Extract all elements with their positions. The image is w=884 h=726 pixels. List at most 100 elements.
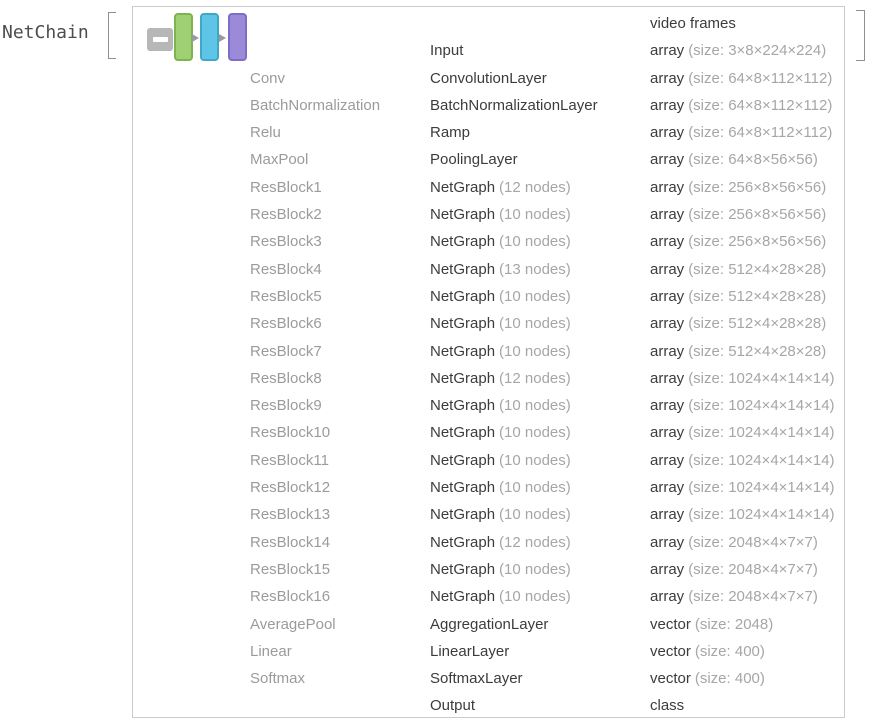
layer-type: NetGraph	[430, 479, 496, 497]
table-row[interactable]: ResBlock7 NetGraph(10 nodes) array(size:…	[133, 338, 844, 365]
table-row[interactable]: ResBlock14 NetGraph(12 nodes) array(size…	[133, 529, 844, 556]
layer-type-cell	[430, 10, 650, 37]
table-row[interactable]: Output class	[133, 692, 844, 719]
layer-type-note: (10 nodes)	[499, 397, 571, 415]
layer-type: BatchNormalizationLayer	[430, 96, 598, 114]
table-row[interactable]: BatchNormalization BatchNormalizationLay…	[133, 92, 844, 119]
table-row[interactable]: ResBlock8 NetGraph(12 nodes) array(size:…	[133, 365, 844, 392]
open-bracket	[108, 12, 116, 59]
layer-type-note: (10 nodes)	[499, 560, 571, 578]
layer-type-cell: ConvolutionLayer	[430, 65, 650, 92]
layer-output-cell: array(size: 512×4×28×28)	[650, 310, 844, 337]
blue-layer-block-icon	[200, 13, 219, 61]
layer-type-note: (10 nodes)	[499, 233, 571, 251]
layer-type: Output	[430, 697, 476, 715]
layer-name: ResBlock11	[250, 451, 329, 469]
layer-output-note: (size: 256×8×56×56)	[688, 178, 827, 196]
layer-name: ResBlock7	[250, 342, 322, 360]
collapse-toggle-button[interactable]	[147, 28, 173, 51]
layer-output-note: (size: 2048×4×7×7)	[688, 533, 818, 551]
layer-output-note: (size: 64×8×112×112)	[688, 96, 833, 114]
layer-output: array	[650, 42, 685, 60]
layer-type: NetGraph	[430, 315, 496, 333]
table-row[interactable]: ResBlock16 NetGraph(10 nodes) array(size…	[133, 583, 844, 610]
layer-name: ResBlock5	[250, 287, 322, 305]
arrow-right-icon	[192, 34, 199, 42]
layer-output: vector	[650, 615, 691, 633]
layer-type: NetGraph	[430, 506, 496, 524]
layer-type: NetGraph	[430, 424, 496, 442]
table-row[interactable]: ResBlock5 NetGraph(10 nodes) array(size:…	[133, 283, 844, 310]
table-row[interactable]: ResBlock6 NetGraph(10 nodes) array(size:…	[133, 310, 844, 337]
layer-type-cell: NetGraph(13 nodes)	[430, 256, 650, 283]
table-row[interactable]: video frames	[133, 10, 844, 37]
layer-output-note: (size: 2048×4×7×7)	[688, 588, 818, 606]
layer-output-note: (size: 400)	[694, 670, 765, 688]
layer-name: ResBlock2	[250, 206, 322, 224]
table-row[interactable]: Linear LinearLayer vector(size: 400)	[133, 638, 844, 665]
layer-type-cell: BatchNormalizationLayer	[430, 92, 650, 119]
layer-output: array	[650, 233, 685, 251]
layer-type-cell: NetGraph(10 nodes)	[430, 310, 650, 337]
layer-type: Ramp	[430, 124, 471, 142]
layer-type-note: (10 nodes)	[499, 287, 571, 305]
table-row[interactable]: ResBlock4 NetGraph(13 nodes) array(size:…	[133, 256, 844, 283]
layer-output-note: (size: 400)	[694, 642, 765, 660]
layer-type: NetGraph	[430, 588, 496, 606]
layer-name: AveragePool	[250, 615, 336, 633]
layer-type-note: (12 nodes)	[499, 533, 571, 551]
layer-output: array	[650, 260, 685, 278]
layer-output: vector	[650, 642, 691, 660]
layer-name: ResBlock10	[250, 424, 331, 442]
layer-type-cell: Output	[430, 692, 650, 719]
table-row[interactable]: AveragePool AggregationLayer vector(size…	[133, 611, 844, 638]
netchain-head-label: NetChain	[2, 22, 89, 43]
layer-type-note: (10 nodes)	[499, 588, 571, 606]
layer-output-note: (size: 1024×4×14×14)	[688, 451, 835, 469]
layer-type-cell: LinearLayer	[430, 638, 650, 665]
table-row[interactable]: ResBlock15 NetGraph(10 nodes) array(size…	[133, 556, 844, 583]
layer-name	[250, 692, 430, 719]
layer-output-cell: array(size: 512×4×28×28)	[650, 283, 844, 310]
layer-name: ResBlock16	[250, 588, 331, 606]
layer-output-note: (size: 1024×4×14×14)	[688, 369, 835, 387]
layer-output-note: (size: 256×8×56×56)	[688, 206, 827, 224]
table-row[interactable]: Softmax SoftmaxLayer vector(size: 400)	[133, 665, 844, 692]
table-row[interactable]: Relu Ramp array(size: 64×8×112×112)	[133, 119, 844, 146]
layer-type-cell: NetGraph(12 nodes)	[430, 365, 650, 392]
layer-output-cell: array(size: 256×8×56×56)	[650, 228, 844, 255]
layer-output-cell: video frames	[650, 10, 844, 37]
layer-output-note: (size: 2048×4×7×7)	[688, 560, 818, 578]
table-row[interactable]: ResBlock10 NetGraph(10 nodes) array(size…	[133, 419, 844, 446]
layer-output: array	[650, 506, 685, 524]
table-row[interactable]: ResBlock12 NetGraph(10 nodes) array(size…	[133, 474, 844, 501]
layer-type-note: (10 nodes)	[499, 451, 571, 469]
table-row[interactable]: ResBlock9 NetGraph(10 nodes) array(size:…	[133, 392, 844, 419]
layer-type: NetGraph	[430, 451, 496, 469]
table-row[interactable]: ResBlock1 NetGraph(12 nodes) array(size:…	[133, 174, 844, 201]
layer-output-cell: array(size: 2048×4×7×7)	[650, 529, 844, 556]
layer-name	[250, 37, 430, 64]
layer-type-cell: NetGraph(12 nodes)	[430, 529, 650, 556]
table-row[interactable]: ResBlock13 NetGraph(10 nodes) array(size…	[133, 501, 844, 528]
table-row[interactable]: ResBlock11 NetGraph(10 nodes) array(size…	[133, 447, 844, 474]
layer-output-note: (size: 3×8×224×224)	[688, 42, 827, 60]
layer-output-note: (size: 64×8×112×112)	[688, 69, 833, 87]
layer-output: array	[650, 533, 685, 551]
layer-output-cell: array(size: 64×8×112×112)	[650, 119, 844, 146]
layer-output-note: (size: 1024×4×14×14)	[688, 506, 835, 524]
layer-output-note: (size: 512×4×28×28)	[688, 342, 827, 360]
table-row[interactable]: ResBlock3 NetGraph(10 nodes) array(size:…	[133, 228, 844, 255]
layer-output-note: (size: 1024×4×14×14)	[688, 479, 835, 497]
layer-output: array	[650, 397, 685, 415]
layer-output-note: (size: 2048)	[694, 615, 774, 633]
table-row[interactable]: MaxPool PoolingLayer array(size: 64×8×56…	[133, 146, 844, 173]
layer-output-cell: array(size: 64×8×112×112)	[650, 92, 844, 119]
table-row[interactable]: Conv ConvolutionLayer array(size: 64×8×1…	[133, 65, 844, 92]
purple-layer-block-icon	[228, 13, 247, 61]
table-row[interactable]: Input array(size: 3×8×224×224)	[133, 37, 844, 64]
layer-output: array	[650, 206, 685, 224]
table-row[interactable]: ResBlock2 NetGraph(10 nodes) array(size:…	[133, 201, 844, 228]
layer-output: array	[650, 69, 685, 87]
layer-type-cell: NetGraph(10 nodes)	[430, 392, 650, 419]
